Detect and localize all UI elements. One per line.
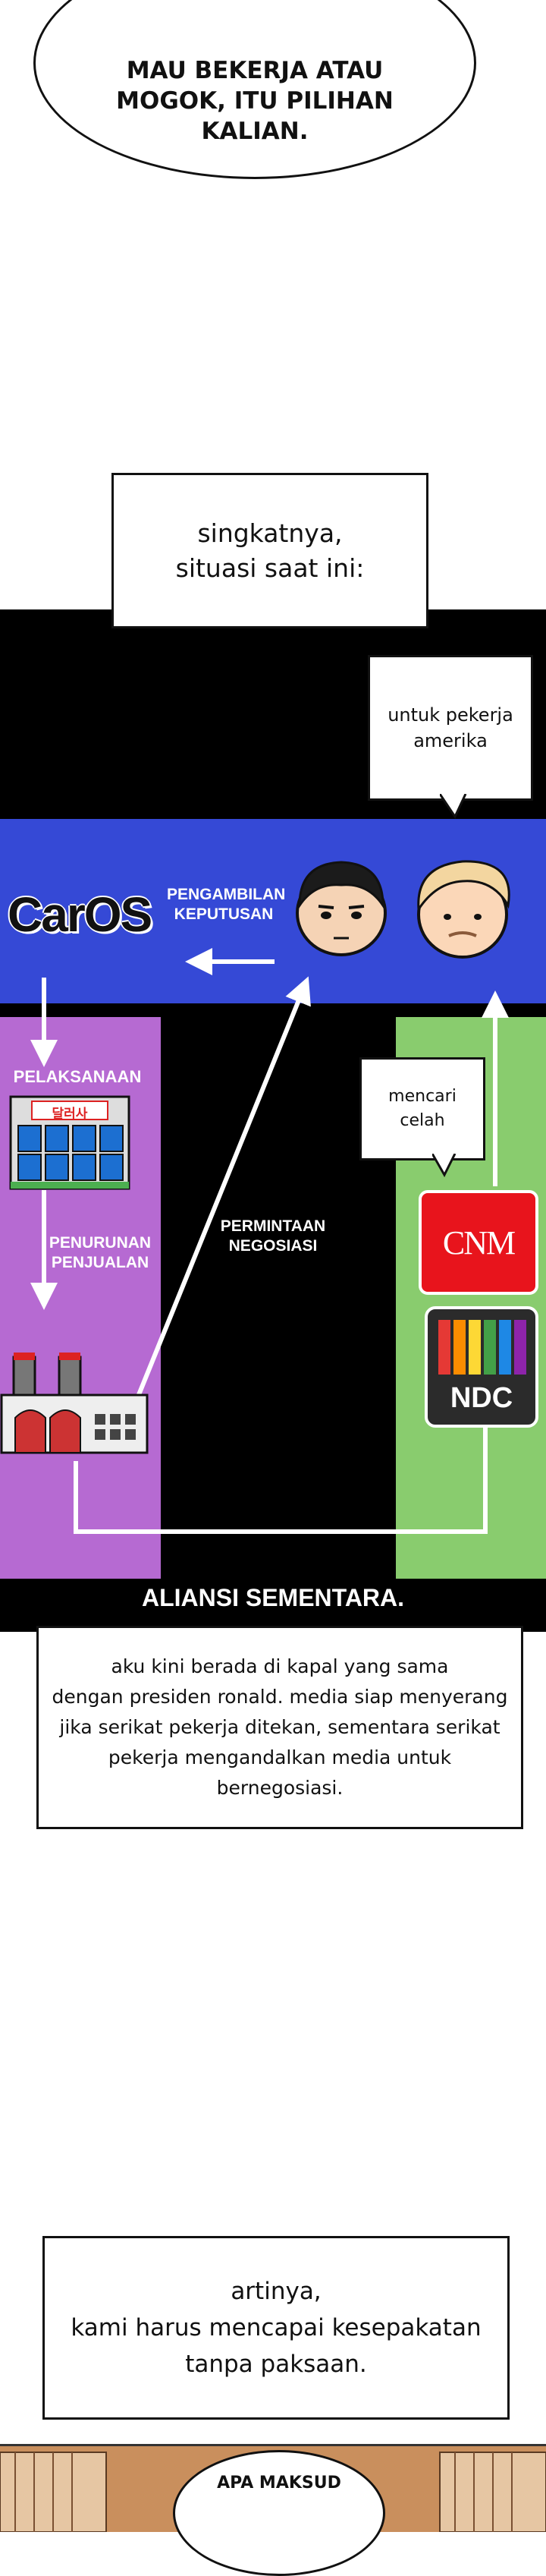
caption-box-meaning: artinya, kami harus mencapai kesepakatan… xyxy=(42,2236,510,2420)
caption-alliance: aku kini berada di kapal yang sama denga… xyxy=(52,1655,508,1799)
caros-logo: CarOS xyxy=(8,886,152,943)
speech-tail-loophole xyxy=(432,1154,457,1178)
decision-label: PENGAMBILAN KEPUTUSAN xyxy=(167,886,286,924)
arrow-negotiation xyxy=(134,976,311,1402)
media-ndc-text: NDC xyxy=(450,1382,513,1414)
factory-icon xyxy=(0,1342,152,1456)
bubble-text-top: MAU BEKERJA ATAU MOGOK, ITU PILIHAN KALI… xyxy=(116,57,394,145)
negotiation-label: PERMINTAAN NEGOSIASI xyxy=(220,1217,326,1255)
caros-logo-text: CarOS xyxy=(8,887,152,942)
media-logo-cnm: CNM xyxy=(419,1190,538,1295)
speech-box-loophole: mencari celah xyxy=(359,1057,485,1160)
alliance-title: ALIANSI SEMENTARA. xyxy=(141,1584,405,1611)
diagram-arrows xyxy=(30,948,509,1534)
bubble-text-bottom: APA MAKSUD xyxy=(217,2473,341,2493)
speech-bubble-bottom: APA MAKSUD xyxy=(173,2450,385,2576)
speech-bubble-top: MAU BEKERJA ATAU MOGOK, ITU PILIHAN KALI… xyxy=(33,0,476,179)
speech-box-us-workers: untuk pekerja amerika xyxy=(368,655,533,801)
caption-box-alliance: aku kini berada di kapal yang sama denga… xyxy=(36,1626,523,1829)
speech-tail-us-workers xyxy=(440,794,467,820)
korean-man-face xyxy=(284,849,398,962)
building-sign-text: 달러사 xyxy=(52,1107,88,1122)
caption-box-situation: singkatnya, situasi saat ini: xyxy=(111,473,428,628)
media-logo-ndc: NDC xyxy=(425,1306,538,1428)
ndc-color-bars xyxy=(438,1320,526,1375)
caption-meaning: artinya, kami harus mencapai kesepakatan… xyxy=(71,2278,482,2378)
caption-situation: singkatnya, situasi saat ini: xyxy=(175,518,365,583)
execution-label: PELAKSANAAN xyxy=(13,1067,142,1086)
diagram-panel: CarOS PENGAMBILAN KEPUTUSAN untuk pekerj… xyxy=(0,609,546,1632)
president-face xyxy=(402,845,523,966)
speech-loophole: mencari celah xyxy=(388,1087,457,1130)
office-building-icon: 달러사 xyxy=(9,1095,130,1190)
media-cnm-text: CNM xyxy=(442,1223,516,1261)
line-alliance-loop xyxy=(74,1425,488,1534)
speech-us-workers: untuk pekerja amerika xyxy=(388,704,513,751)
sales-drop-label: PENURUNAN PENJUALAN xyxy=(49,1234,152,1272)
